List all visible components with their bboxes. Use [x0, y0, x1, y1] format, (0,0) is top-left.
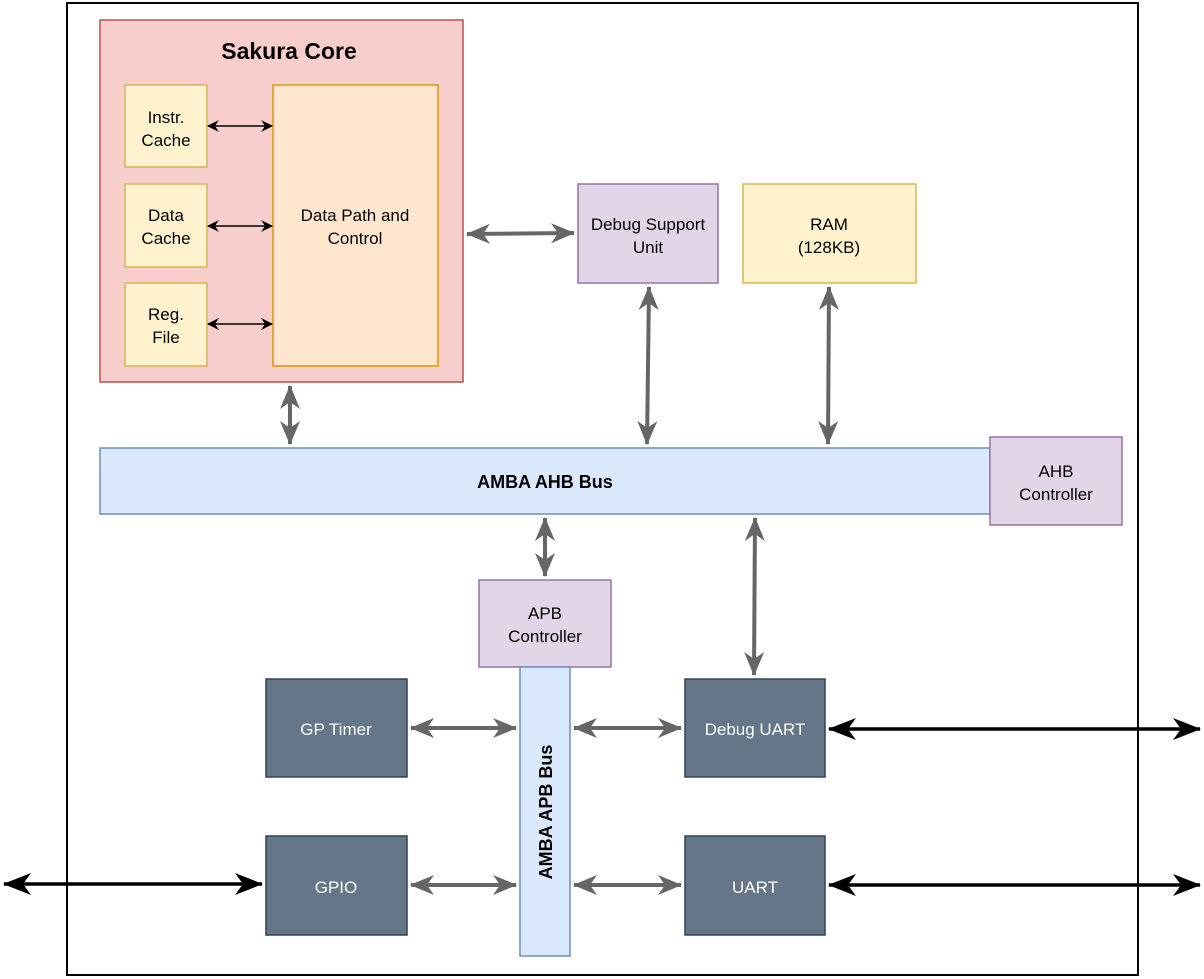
data-path-label-line1: Data Path and — [301, 206, 410, 225]
datapath-dsu-arrow — [466, 223, 575, 244]
debug-support-unit-label-line1: Debug Support — [591, 215, 706, 234]
gpio-box — [265, 835, 408, 936]
data-cache-label-line2: Cache — [141, 229, 190, 248]
reg-file-label-line2: File — [152, 328, 179, 347]
bus-connections — [280, 223, 839, 895]
debug-support-unit-label-line2: Unit — [633, 238, 664, 257]
ram-label-line1: RAM — [810, 215, 848, 234]
instr-cache-box — [124, 84, 208, 168]
apb-bus-label: AMBA APB Bus — [536, 745, 556, 880]
ram-box — [742, 183, 917, 284]
gpio-label: GPIO — [315, 878, 358, 897]
data-path-label-line2: Control — [328, 229, 383, 248]
ahb-debug-uart-arrow — [744, 517, 765, 676]
ahb-bus-box — [99, 447, 991, 515]
ahb-controller-box — [989, 436, 1123, 526]
sakura-core-title: Sakura Core — [221, 38, 357, 64]
apb-controller-label-line1: APB — [528, 604, 562, 623]
debug-uart-box — [684, 678, 826, 778]
ram-label-line2: (128KB) — [798, 238, 860, 257]
reg-file-label-line1: Reg. — [148, 305, 184, 324]
data-cache-box — [124, 183, 208, 268]
ram-ahb-arrow — [818, 286, 839, 445]
gp-timer-box — [265, 678, 408, 778]
debug-support-unit-box — [577, 183, 719, 284]
dsu-ahb-arrow — [637, 286, 659, 445]
data-path-box — [272, 84, 439, 367]
uart-box — [684, 835, 826, 936]
sakura-core: Sakura Core Instr. Cache Data Cache Reg.… — [99, 19, 464, 383]
gp-timer-label: GP Timer — [300, 720, 372, 739]
debug-uart-label: Debug UART — [705, 720, 806, 739]
reg-file-box — [124, 282, 208, 367]
instr-cache-label-line2: Cache — [141, 131, 190, 150]
apb-controller-box — [478, 579, 612, 668]
ahb-bus-label: AMBA AHB Bus — [477, 472, 613, 492]
data-cache-label-line1: Data — [148, 206, 184, 225]
external-connections — [3, 718, 1201, 896]
ahb-controller-label-line2: Controller — [1019, 485, 1093, 504]
uart-label: UART — [732, 878, 778, 897]
apb-bus-box — [519, 666, 571, 957]
ahb-controller-label-line1: AHB — [1039, 462, 1074, 481]
apb-controller-label-line2: Controller — [508, 627, 582, 646]
instr-cache-label-line1: Instr. — [148, 108, 185, 127]
